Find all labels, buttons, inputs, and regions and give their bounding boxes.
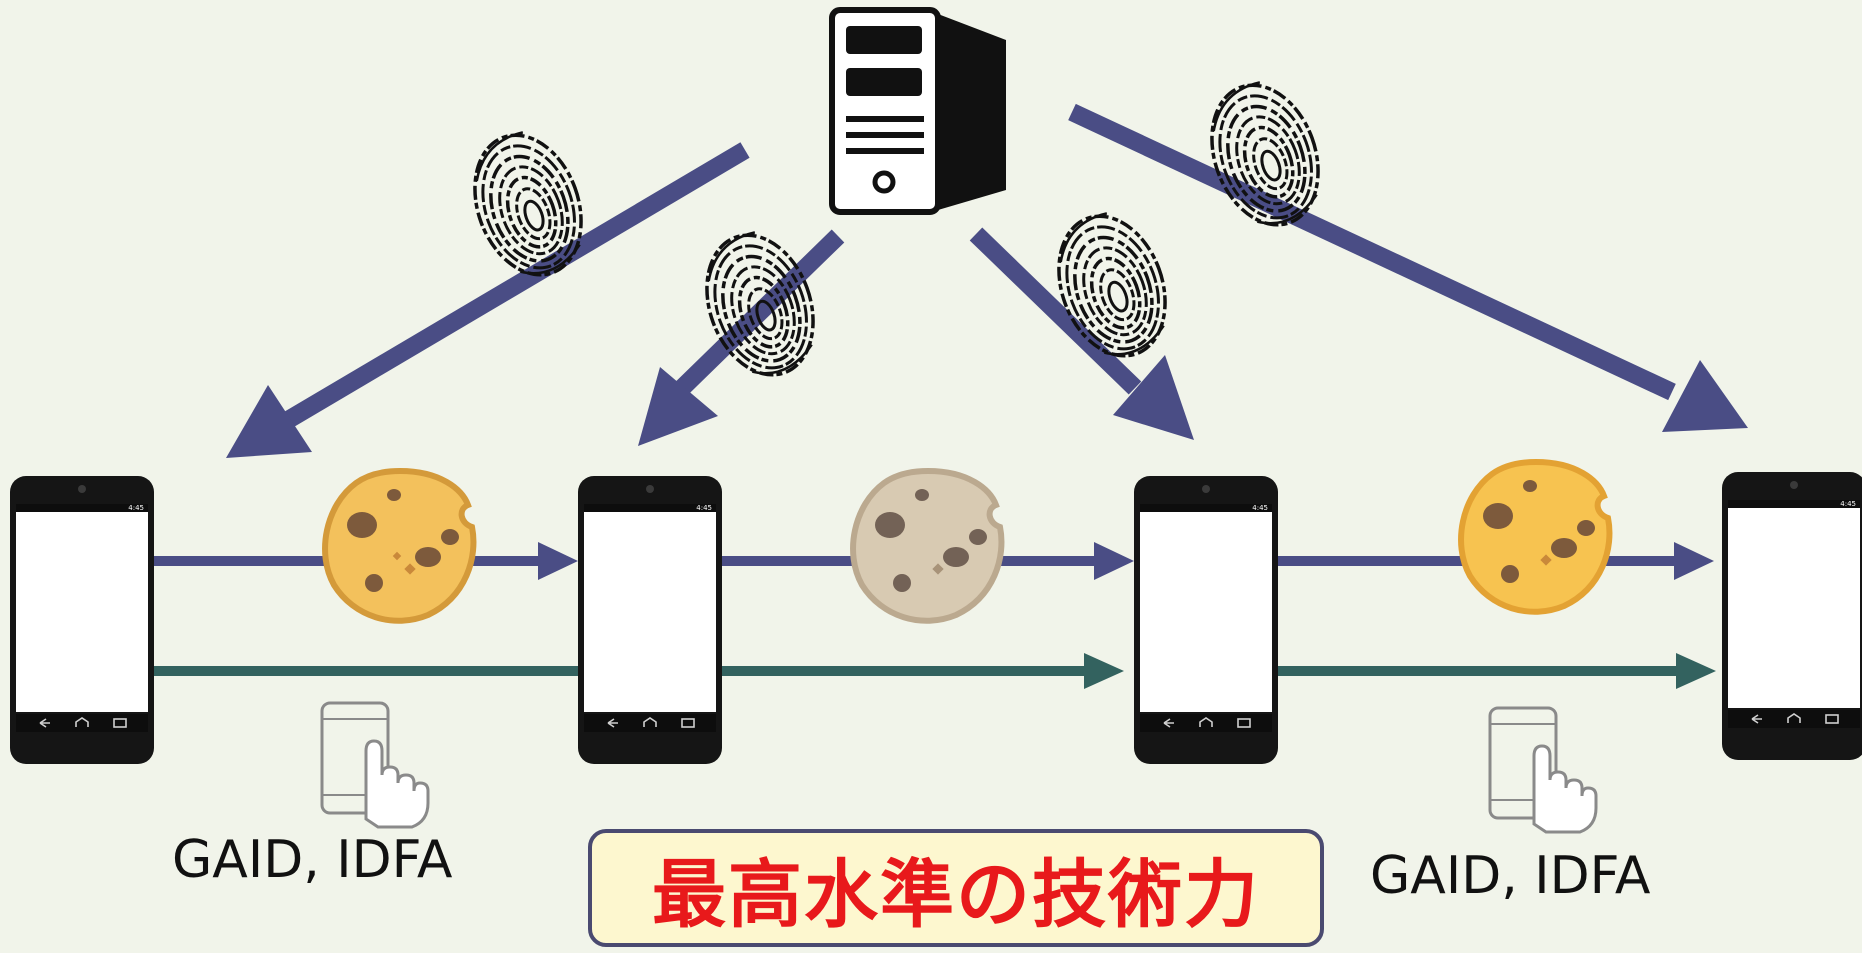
server-tower-icon	[829, 7, 1006, 215]
server-arrow-head	[638, 367, 718, 446]
server-arrow	[673, 229, 845, 397]
phone-status-time: 4:45	[1840, 500, 1856, 508]
server-arrow-head	[1113, 355, 1194, 440]
cookie-icon	[850, 467, 1005, 624]
headline-banner: 最高水準の技術力	[588, 829, 1324, 947]
server-arrow	[283, 142, 750, 428]
phone-status-time: 4:45	[696, 504, 712, 512]
cookie-arrow-head	[538, 542, 578, 580]
device-id-label-left: GAID, IDFA	[172, 830, 453, 890]
cookie-arrow-head	[1094, 542, 1134, 580]
smartphone-icon: 4:45	[1721, 471, 1862, 761]
cookie-icon	[1458, 458, 1613, 615]
phone-tap-icon	[320, 701, 430, 829]
smartphone-icon: 4:45	[9, 475, 155, 765]
fingerprint-icon	[1038, 199, 1186, 373]
fingerprint-icon	[454, 118, 602, 292]
phone-tap-icon	[1488, 706, 1598, 834]
server-arrow	[1068, 103, 1676, 401]
phone-status-time: 4:45	[1252, 504, 1268, 512]
headline-text: 最高水準の技術力	[652, 851, 1260, 938]
fingerprint-icon	[1191, 68, 1339, 242]
id-arrow-head	[1676, 653, 1716, 689]
server-arrow-head	[226, 385, 312, 458]
cookie-icon	[322, 467, 477, 624]
server-arrow	[969, 227, 1142, 395]
smartphone-icon: 4:45	[1133, 475, 1279, 765]
smartphone-icon: 4:45	[577, 475, 723, 765]
server-arrow-head	[1662, 360, 1748, 432]
server-arrows	[226, 103, 1748, 458]
cookie-arrow-head	[1674, 542, 1714, 580]
phone-status-time: 4:45	[128, 504, 144, 512]
id-arrow-head	[1084, 653, 1124, 689]
device-id-label-right: GAID, IDFA	[1370, 846, 1651, 906]
